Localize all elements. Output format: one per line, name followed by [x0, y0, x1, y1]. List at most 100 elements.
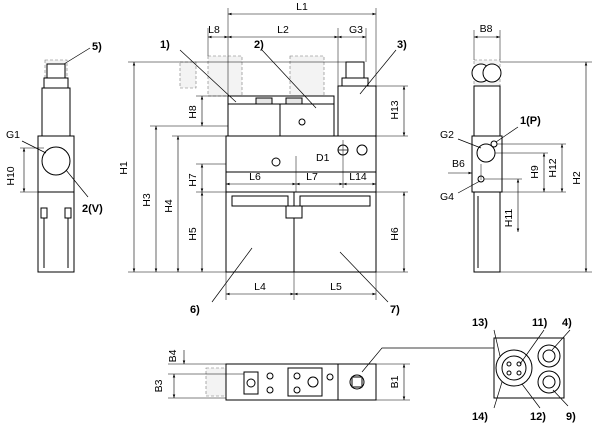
h4-label: H4: [163, 199, 175, 213]
connector-collar: [341, 77, 369, 87]
top-port: [307, 376, 319, 388]
left-clip: [40, 207, 48, 219]
c9-leader: [552, 389, 569, 407]
g1-label: G1: [6, 129, 20, 141]
b1-label: B1: [389, 375, 401, 388]
callout-13: 13): [472, 317, 488, 329]
cartridge-right-rim: [299, 195, 371, 207]
g3-label: G3: [349, 24, 363, 36]
cartridge-left-rim: [231, 195, 289, 207]
valve-cap: [285, 97, 303, 105]
c3-leader: [359, 49, 397, 95]
callout-5: 5): [92, 41, 102, 53]
h9-label: H9: [529, 165, 541, 179]
top-hole: [266, 372, 274, 380]
h6-label: H6: [389, 227, 401, 241]
l14-label: L14: [349, 171, 367, 183]
coil-ghost-small: [179, 61, 197, 89]
c4-leader: [551, 329, 571, 351]
connector-nut: [345, 61, 365, 79]
c14-leader: [493, 381, 503, 409]
callout-14: 14): [472, 411, 488, 423]
valve-cap: [255, 97, 273, 105]
l8-label: L8: [208, 24, 220, 36]
callout-2: 2): [254, 39, 264, 51]
b8-label: B8: [480, 23, 493, 35]
c11-leader: [519, 329, 545, 365]
h10-label: H10: [5, 166, 17, 185]
top-connector-square: [351, 376, 363, 388]
callout-7: 7): [390, 304, 400, 316]
h1-label: H1: [118, 161, 130, 175]
top-valve-screw: [246, 378, 256, 388]
g4-leader: [457, 180, 481, 194]
top-hole: [266, 386, 274, 394]
c5-leader: [63, 47, 91, 65]
h7-label: H7: [187, 173, 199, 187]
detail-fitting-bottom-inner: [542, 375, 556, 389]
top-hole: [293, 372, 301, 380]
connector-detail: 13) 11) 4) 14) 12) 9): [472, 317, 576, 423]
base-plate: [225, 135, 377, 193]
b6-label: B6: [452, 158, 465, 170]
h12-label: H12: [547, 158, 559, 177]
g2-leader: [457, 138, 482, 149]
right-fitting-circle: [482, 63, 502, 83]
h3-label: H3: [141, 193, 153, 207]
detail-leader: [361, 347, 508, 373]
c1p-leader: [495, 126, 519, 143]
c6-leader: [211, 247, 253, 303]
valve-screw: [298, 118, 306, 126]
top-view: B4 B3 B1: [153, 347, 508, 401]
callout-11: 11): [532, 317, 548, 329]
left-side-view: H10 G1 2(V) 5): [5, 41, 103, 273]
h13-label: H13: [389, 100, 401, 119]
c1-leader: [179, 49, 237, 103]
callout-3: 3): [397, 39, 407, 51]
right-side-view: B8 H2 H12 H9 H11 B6 G2 G4 1(P): [440, 23, 592, 273]
c12-leader: [521, 383, 541, 409]
detail-plug-inner: [501, 355, 527, 381]
top-hole: [326, 373, 334, 381]
valve-block: [227, 95, 335, 137]
left-vacuum-port: [41, 146, 71, 176]
pressure-sensor-block: [337, 85, 377, 137]
detail-pin: [506, 370, 512, 376]
detail-pin: [506, 361, 512, 367]
c2v-leader: [65, 169, 89, 198]
l6-label: L6: [249, 171, 261, 183]
left-clip: [64, 207, 72, 219]
d1-label: D1: [316, 152, 330, 164]
h2-label: H2: [571, 171, 583, 185]
g1-leader: [21, 140, 47, 154]
l5-label: L5: [330, 281, 342, 293]
callout-1p: 1(P): [520, 115, 541, 127]
callout-4: 4): [562, 317, 572, 329]
detail-pin: [516, 361, 522, 367]
top-ghost-left: [205, 367, 227, 397]
g2-label: G2: [440, 129, 454, 141]
left-connector-nut: [46, 63, 66, 79]
callout-12: 12): [530, 411, 546, 423]
detail-pin: [516, 370, 522, 376]
c2-leader: [261, 49, 317, 109]
front-view: L1 L8 L2 G3 H1 H3 H4 H5 H7 H8 H13: [118, 1, 408, 316]
top-hole: [293, 386, 301, 394]
left-cartridge-body: [37, 191, 75, 273]
detail-fitting-top-inner: [542, 349, 556, 363]
l4-label: L4: [254, 281, 266, 293]
b4-label: B4: [167, 349, 179, 362]
left-connector-collar: [43, 77, 69, 89]
callout-9: 9): [566, 411, 576, 423]
h11-label: H11: [503, 209, 515, 228]
callout-2v: 2(V): [82, 203, 103, 215]
left-valve-block: [41, 87, 71, 137]
callout-1: 1): [160, 39, 170, 51]
l7-label: L7: [306, 171, 318, 183]
l1-label: L1: [296, 1, 308, 13]
callout-6: 6): [190, 304, 200, 316]
cartridge-clip: [285, 205, 303, 219]
g4-label: G4: [440, 191, 454, 203]
h8-label: H8: [187, 105, 199, 119]
